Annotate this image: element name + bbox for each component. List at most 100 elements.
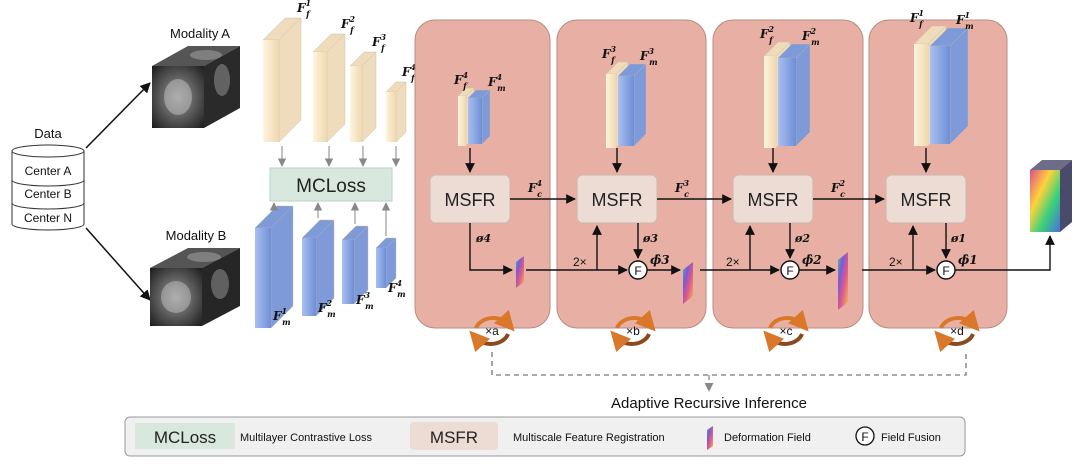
fusion-node-3: F — [936, 260, 956, 280]
moving-feature-3 — [341, 225, 369, 305]
legend-mcloss-text: Multilayer Contrastive Loss — [240, 432, 373, 444]
recursion-loop-2: ×b — [610, 309, 656, 353]
recursive-caption: Adaptive Recursive Inference — [611, 395, 807, 412]
recursion-label-3: ×c — [779, 324, 792, 338]
panel-moving-feature-3 — [777, 43, 811, 147]
fusion-node-2: F — [780, 260, 800, 280]
mcloss-box: MCLoss — [269, 167, 393, 202]
modality-a-cube — [152, 46, 240, 128]
modality-b-label: Modality B — [166, 228, 227, 243]
fixed-feature-1 — [262, 17, 302, 143]
legend-msfr-text: Multiscale Feature Registration — [513, 432, 665, 444]
fixed-feature-2 — [312, 33, 346, 143]
msfr-box-1: MSFR — [429, 174, 511, 224]
recursion-label-2: ×b — [626, 324, 640, 338]
mcloss-label: MCLoss — [296, 176, 366, 197]
upsample-label-1: 2× — [573, 255, 587, 269]
fixed-feature-4 — [385, 81, 407, 143]
upsample-label-3: 2× — [889, 255, 903, 269]
recursion-label-4: ×d — [950, 324, 964, 338]
arrow-to-modality-b — [85, 227, 151, 301]
legend-msfr-box-label: MSFR — [430, 428, 478, 447]
phi-3-label: ø3 — [642, 232, 658, 245]
msfr-box-4: MSFR — [885, 174, 967, 224]
recursion-loop-1: ×a — [469, 309, 515, 353]
msfr-box-2: MSFR — [576, 174, 658, 224]
moving-feature-1 — [254, 205, 294, 329]
panel-moving-feature-1 — [467, 89, 491, 145]
modality-a-label: Modality A — [170, 26, 230, 41]
phi-hat-3-label: ϕ̂3 — [650, 253, 670, 267]
msfr-label-3: MSFR — [748, 190, 799, 210]
decoder-panel-2 — [556, 19, 707, 329]
legend-frame — [124, 416, 966, 457]
msfr-box-3: MSFR — [732, 174, 814, 224]
recursion-loop-4: ×d — [934, 309, 980, 353]
data-database: Data Center A Center B Center N — [11, 126, 85, 231]
deformation-field-3 — [683, 262, 693, 304]
fusion-symbol-2: F — [786, 264, 793, 278]
registered-output-volume — [1030, 160, 1072, 232]
legend-msfr-swatch — [410, 422, 498, 450]
phi-hat-1-label: ϕ̂1 — [958, 253, 978, 267]
phi-4-arrow — [469, 223, 513, 275]
legend: MCLoss Multilayer Contrastive Loss MSFR … — [124, 416, 966, 457]
fusion-node-1: F — [628, 260, 648, 280]
msfr-label-2: MSFR — [592, 190, 643, 210]
phi-1-label: ø1 — [950, 232, 966, 245]
phi-2-label: ø2 — [794, 232, 810, 245]
upsample-label-2: 2× — [726, 255, 740, 269]
center-a-label: Center A — [25, 164, 72, 178]
recursion-dashed-link — [491, 352, 967, 376]
fixed-feature-3 — [349, 51, 377, 143]
data-title: Data — [34, 126, 62, 141]
recursion-label-1: ×a — [485, 324, 499, 338]
arrow-to-modality-a — [85, 82, 151, 149]
panel-moving-feature-4 — [929, 27, 969, 145]
msfr-label-4: MSFR — [901, 190, 952, 210]
deformation-field-2 — [838, 252, 848, 310]
decoder-panel-4 — [868, 19, 1008, 329]
panel-moving-feature-2 — [617, 63, 647, 147]
legend-mcloss-box-label: MCLoss — [154, 428, 216, 447]
decoder-panel-1 — [414, 19, 551, 329]
legend-fusion-text: Field Fusion — [881, 432, 941, 444]
recursion-loop-3: ×c — [763, 309, 809, 353]
legend-fusion-icon — [855, 426, 875, 446]
deformation-field-4 — [516, 256, 524, 288]
legend-deformation-icon — [707, 426, 713, 450]
fusion-symbol-3: F — [942, 264, 949, 278]
phi-hat-2-label: ϕ̂2 — [802, 253, 822, 267]
legend-mcloss-swatch — [135, 423, 235, 449]
mcloss-connectors — [269, 146, 401, 236]
legend-fusion-symbol: F — [861, 430, 868, 444]
msfr-label-1: MSFR — [445, 190, 496, 210]
final-output-arrow — [955, 235, 1055, 271]
legend-deformation-text: Deformation Field — [724, 432, 811, 444]
modality-b-cube — [150, 248, 240, 326]
fusion-symbol-1: F — [634, 264, 641, 278]
moving-feature-2 — [301, 219, 335, 317]
